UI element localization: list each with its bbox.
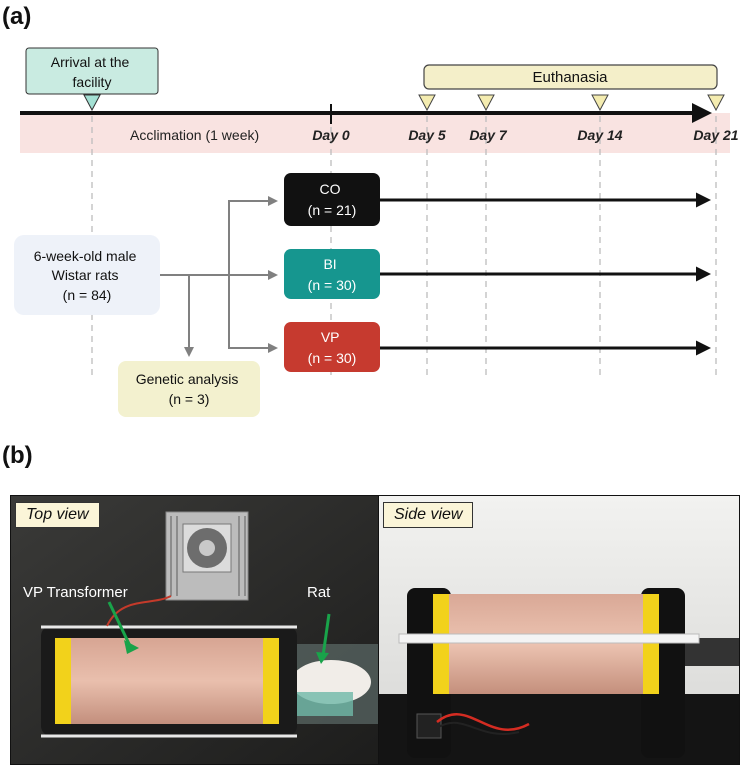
group-co: CO (n = 21) <box>284 173 711 226</box>
side-view-illustration <box>379 496 739 764</box>
rat-label: Rat <box>307 584 331 601</box>
day-7-label: Day 7 <box>469 127 508 143</box>
top-view-illustration <box>11 496 379 764</box>
arrival-label: Arrival at the facility <box>51 54 133 90</box>
panel-b-label: (b) <box>2 442 33 469</box>
svg-text:VP (n = 30): VP (n = 30) <box>308 329 357 366</box>
timeline-band <box>20 113 730 153</box>
day-0-label: Day 0 <box>312 127 350 143</box>
euthanasia-label: Euthanasia <box>532 69 608 86</box>
side-view-photo: Side view <box>378 495 740 765</box>
fan-heatsink-icon <box>165 511 249 601</box>
side-view-label: Side view <box>383 502 474 528</box>
top-view-label: Top view <box>15 502 100 528</box>
marker-day7-icon <box>477 94 495 112</box>
genetic-label: Genetic analysis (n = 3) <box>136 371 243 407</box>
panel-a-diagram: (a) Arrival at the facility Euthanasia A… <box>2 3 739 417</box>
subjects-label: 6-week-old male Wistar rats (n = 84) <box>34 248 141 303</box>
group-bi: BI (n = 30) <box>284 249 711 299</box>
arrival-marker-icon <box>83 94 101 112</box>
svg-text:CO (n = 21): CO (n = 21) <box>308 181 357 218</box>
svg-text:BI (n = 30): BI (n = 30) <box>308 256 357 293</box>
top-view-photo: Top view VP Transformer Rat <box>10 495 380 765</box>
euthanasia-box <box>423 64 718 90</box>
group-vp: VP (n = 30) <box>284 322 711 372</box>
group-connectors <box>160 196 278 357</box>
arrival-box <box>25 47 159 95</box>
day-21-label: Day 21 <box>693 127 738 143</box>
timeline-guides <box>91 116 717 380</box>
day-5-label: Day 5 <box>408 127 446 143</box>
panel-a-label: (a) <box>2 3 31 30</box>
marker-day5-icon <box>418 94 436 112</box>
genetic-box <box>118 361 260 417</box>
subjects-box <box>14 235 160 315</box>
marker-day21-icon <box>707 94 725 112</box>
transformer-label: VP Transformer <box>23 584 128 601</box>
acclimation-label: Acclimation (1 week) <box>130 127 259 143</box>
marker-day14-icon <box>591 94 609 112</box>
cable-icon <box>416 713 530 739</box>
day-14-label: Day 14 <box>577 127 622 143</box>
transformer-illustration <box>41 595 297 738</box>
euthanasia-markers <box>418 94 725 112</box>
